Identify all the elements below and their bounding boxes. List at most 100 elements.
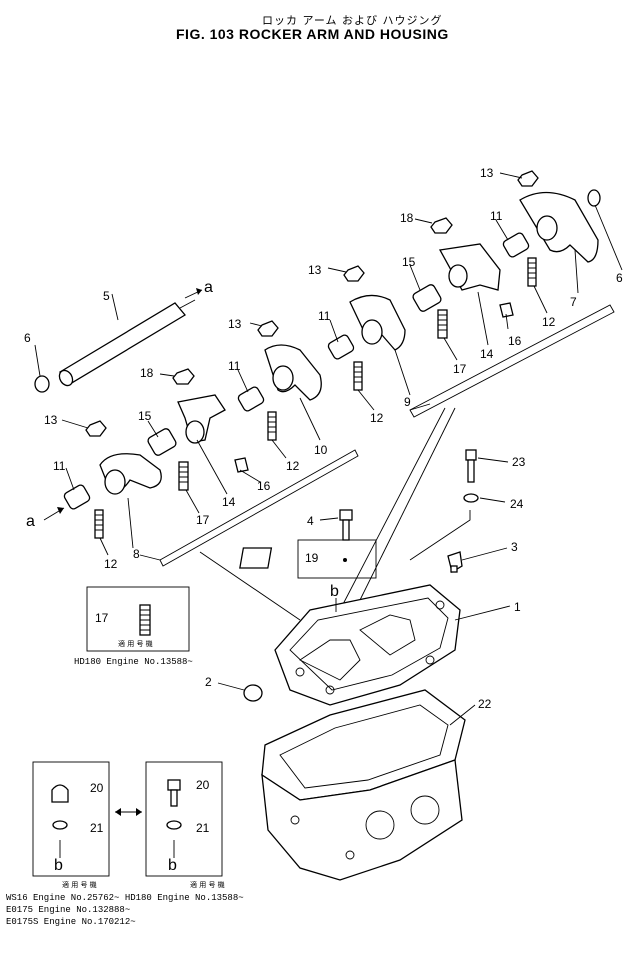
- ref-arrow-a-top: [184, 288, 203, 299]
- callout-21-b: 21: [196, 821, 210, 835]
- interchange-arrow: [115, 808, 142, 816]
- callout-18-a: 18: [140, 366, 154, 380]
- rocker-arm-7: [519, 191, 599, 263]
- rocker-arm-9: [349, 294, 406, 351]
- callout-16-a: 16: [257, 479, 271, 493]
- note-line-1: WS16 Engine No.25762~ HD180 Engine No.13…: [6, 893, 244, 903]
- callout-12-a: 12: [104, 557, 118, 571]
- nut-13-c: [343, 265, 365, 282]
- plug-right: [587, 189, 601, 207]
- rocker-shaft-plate-left: [139, 449, 359, 567]
- callout-20-a: 20: [90, 781, 104, 795]
- nut-13-a: [85, 420, 107, 437]
- variant-box-right: [145, 761, 223, 877]
- callout-8: 8: [133, 547, 140, 561]
- callout-13-a: 13: [44, 413, 58, 427]
- figure-title: FIG. 103 ROCKER ARM AND HOUSING: [176, 26, 449, 42]
- plug-2: [243, 684, 263, 702]
- note-box17-serial: HD180 Engine No.13588~: [74, 657, 193, 667]
- bolt-23: [465, 449, 477, 483]
- callout-15-b: 15: [402, 255, 416, 269]
- callout-12-b: 12: [286, 459, 300, 473]
- note-line-2: E0175 Engine No.132888~: [6, 905, 130, 915]
- rocker-arm-8: [99, 453, 162, 495]
- spring-17-b: [437, 309, 448, 339]
- nut-13-b: [257, 320, 279, 337]
- callout-leaders: [34, 172, 623, 726]
- ref-letters: a a b b b: [26, 279, 339, 874]
- bolt-3: [447, 551, 463, 574]
- ref-a-top: a: [204, 279, 213, 296]
- callout-22: 22: [478, 697, 492, 711]
- rocker-arm-14-b: [438, 243, 501, 291]
- spring-17-a: [178, 461, 189, 491]
- callout-labels: 5 6 6 7 8 9 10 11 11 11 11 12 12 12 12 1…: [24, 166, 623, 835]
- adjust-screw-12-a: [94, 509, 104, 539]
- ref-b-box-right: b: [168, 857, 177, 874]
- cap-16-b: [499, 302, 514, 318]
- rocker-arm-10: [264, 344, 322, 401]
- plug-left: [34, 375, 50, 393]
- ref-b-box-left: b: [54, 857, 63, 874]
- nut-18-a: [172, 368, 195, 385]
- callout-5: 5: [103, 289, 110, 303]
- note-bottom-jp-right: 適 用 号 機: [190, 880, 225, 889]
- adjust-screw-12-b: [267, 411, 277, 441]
- callout-15-a: 15: [138, 409, 152, 423]
- nut-18-b: [430, 217, 453, 234]
- note-box17-jp: 適 用 号 機: [118, 639, 153, 648]
- callout-19: 19: [305, 551, 319, 565]
- callout-12-d: 12: [542, 315, 556, 329]
- callout-17-c: 17: [95, 611, 109, 625]
- callout-6-left: 6: [24, 331, 31, 345]
- callout-10: 10: [314, 443, 328, 457]
- bushing-15-b: [412, 284, 442, 312]
- rocker-shaft-plate-right: [409, 304, 615, 418]
- variant-box-17: [86, 586, 190, 652]
- washer-24: [463, 493, 479, 503]
- callout-11-c: 11: [318, 309, 331, 323]
- callout-20-b: 20: [196, 778, 210, 792]
- ref-a-left: a: [26, 513, 35, 530]
- nut-13-d: [517, 170, 539, 187]
- bushing-11-a: [63, 484, 91, 510]
- rocker-shaft: [58, 299, 196, 387]
- callout-14-a: 14: [222, 495, 236, 509]
- callout-13-c: 13: [308, 263, 322, 277]
- callout-6-right: 6: [616, 271, 623, 285]
- callout-17-a: 17: [196, 513, 210, 527]
- figure-title-japanese: ロッカ アーム および ハウジング: [262, 14, 443, 27]
- callout-2: 2: [205, 675, 212, 689]
- note-line-3: E0175S Engine No.170212~: [6, 917, 136, 927]
- note-bottom-jp-left: 適 用 号 機: [62, 880, 97, 889]
- callout-14-b: 14: [480, 347, 494, 361]
- callout-3: 3: [511, 540, 518, 554]
- callout-16-b: 16: [508, 334, 522, 348]
- callout-9: 9: [404, 395, 411, 409]
- bushing-15-a: [147, 428, 177, 456]
- bolt-4: [339, 509, 353, 541]
- rocker-arm-14-a: [177, 394, 226, 444]
- rocker-housing: [274, 584, 461, 706]
- cylinder-head: [261, 759, 463, 881]
- callout-23: 23: [512, 455, 526, 469]
- callout-12-c: 12: [370, 411, 384, 425]
- callout-4: 4: [307, 514, 314, 528]
- callout-11-a: 11: [53, 459, 66, 473]
- adjust-screw-12-d: [527, 257, 537, 287]
- callout-11-b: 11: [228, 359, 241, 373]
- callout-18-b: 18: [400, 211, 414, 225]
- bushing-11-c: [327, 334, 355, 360]
- adjust-screw-12-c: [353, 361, 363, 391]
- leader-washer-to-housing: [409, 510, 471, 561]
- plate-19-box: [239, 539, 377, 579]
- bushing-11-d: [502, 232, 530, 258]
- callout-17-b: 17: [453, 362, 467, 376]
- bushing-11-b: [237, 386, 265, 412]
- ref-b-mid: b: [330, 583, 339, 600]
- callout-7: 7: [570, 295, 577, 309]
- cap-16-a: [234, 457, 249, 473]
- callout-21-a: 21: [90, 821, 104, 835]
- callout-24: 24: [510, 497, 524, 511]
